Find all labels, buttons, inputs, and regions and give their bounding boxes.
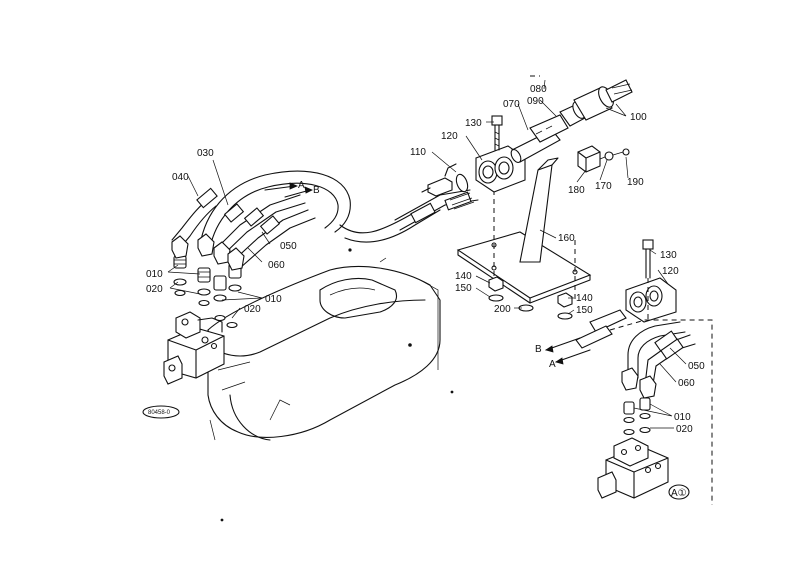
callout-110: 110 (410, 147, 426, 158)
callout-060-right: 060 (678, 378, 695, 389)
callout-120-right: 120 (662, 266, 679, 277)
callout-190: 190 (627, 177, 644, 188)
small-parts-170-190 (577, 145, 630, 173)
callout-010-right: 010 (674, 412, 691, 423)
arrow-label-a-bottom: A (549, 359, 556, 370)
callout-080: 080 (530, 84, 547, 95)
callout-150-left: 150 (455, 283, 472, 294)
callout-040: 040 (172, 172, 189, 183)
callout-170: 170 (595, 181, 612, 192)
callout-020-left: 020 (146, 284, 163, 295)
callout-160: 160 (558, 233, 575, 244)
detail-a-view (597, 319, 713, 505)
callout-060-left: 060 (268, 260, 285, 271)
callout-050-left: 050 (280, 241, 297, 252)
coupler-block-right (545, 239, 677, 365)
callout-200: 200 (494, 304, 511, 315)
nuts-washers (488, 276, 573, 320)
callout-labels: 030 040 050 060 010 020 010 020 110 120 … (146, 84, 705, 435)
callout-010-left: 010 (146, 269, 163, 280)
arrow-labels: A B B A (298, 180, 556, 370)
arrow-label-b-top: B (313, 185, 320, 196)
callout-090: 090 (527, 96, 544, 107)
detail-marker-text: A① (671, 488, 687, 499)
callout-020-right: 020 (676, 424, 693, 435)
coupler-hoses (394, 163, 479, 231)
callout-050-right: 050 (688, 361, 705, 372)
callout-100: 100 (630, 112, 647, 123)
detail-marker-badge: A① (668, 484, 690, 500)
callout-140-left: 140 (455, 271, 472, 282)
callout-010-mid: 010 (265, 294, 282, 305)
callout-130-top: 130 (465, 118, 482, 129)
callout-130-right: 130 (660, 250, 677, 261)
arrow-label-b-bottom: B (535, 344, 542, 355)
arrow-label-a-top: A (298, 180, 305, 191)
bracket-160 (456, 157, 592, 304)
callout-120-top: 120 (441, 131, 458, 142)
quick-coupler-top (510, 75, 633, 164)
part-code-badge: 80458-0 (142, 405, 180, 419)
callout-020-mid: 020 (244, 304, 261, 315)
callout-070: 070 (503, 99, 520, 110)
callout-180: 180 (568, 185, 585, 196)
callout-150-right: 150 (576, 305, 593, 316)
part-code-text: 80458-0 (148, 410, 171, 416)
callout-030: 030 (197, 148, 214, 159)
hose-bundle-left (171, 170, 441, 271)
control-valve-left (163, 311, 225, 385)
leader-lines (167, 79, 687, 429)
tank-body (207, 248, 441, 441)
callout-140-right: 140 (576, 293, 593, 304)
